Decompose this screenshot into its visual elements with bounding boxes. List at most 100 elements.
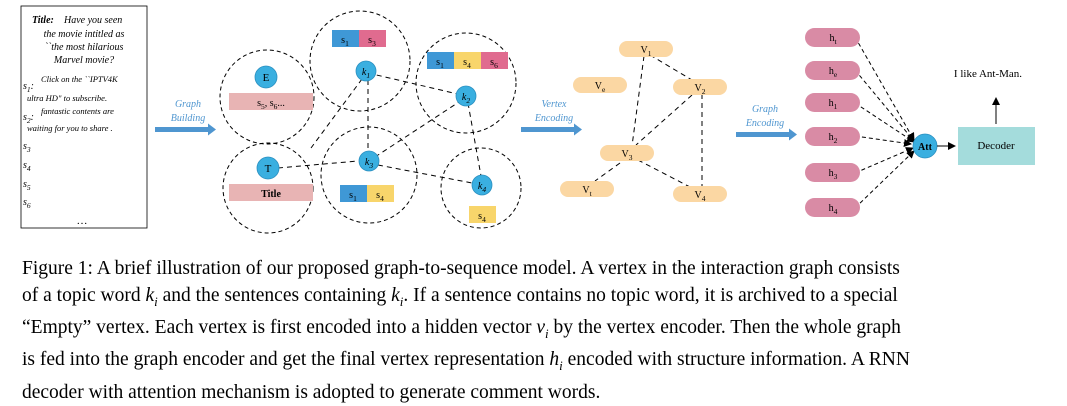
k3-node [358, 150, 380, 172]
k3-sentence-s4 [367, 185, 394, 202]
hidden-ht [805, 28, 860, 47]
edge-h1-att [854, 102, 915, 143]
k1-node-label: k1​ [362, 67, 370, 80]
empty-vertex-circle [219, 49, 315, 145]
k2-node-label: k2​ [462, 92, 470, 105]
arrow-shape [155, 123, 216, 136]
caption-line-5: decoder with attention mechanism is adop… [22, 381, 601, 403]
interaction-graph: E s5​, s6​... T Title s1​ s3​ k1​ s1​ s4… [219, 10, 522, 234]
doc-ellipsis: … [77, 215, 88, 227]
doc-s2-label: s2​: [23, 112, 34, 125]
k1-node [355, 60, 377, 82]
graph-encoding-arrow: Graph Encoding [736, 104, 797, 141]
k3-vertex-circle [320, 126, 418, 224]
caption-line-4: is fed into the graph encoder and get th… [22, 349, 910, 374]
doc-s2-line-2: waiting for you to share . [27, 123, 113, 133]
edge-h2-att [854, 135, 912, 147]
k1-sentence-s1 [332, 30, 359, 47]
vertex-v2-label: V2​ [695, 83, 706, 96]
vertex-v4-label: V4​ [695, 190, 706, 203]
vertex-v3 [600, 145, 654, 161]
vertex-edges [594, 54, 703, 188]
edge-k2-k3 [374, 99, 463, 158]
input-document: Title: Have you seen the movie intitled … [20, 5, 148, 229]
k2-sentence-s6 [481, 52, 508, 69]
document-frame [20, 5, 148, 229]
k3-node-label: k3​ [365, 157, 373, 170]
k2-sentence-s1-label: s1​ [436, 57, 444, 70]
caption-text: Figure 1: A brief illustration of our pr… [22, 258, 900, 279]
doc-s6: s6​ [23, 197, 31, 210]
k2-sentence-s4-label: s4​ [463, 57, 471, 70]
vertex-v4 [673, 186, 727, 202]
k3-sentence-s4-label: s4​ [376, 190, 384, 203]
graph-edges [277, 72, 482, 184]
title-node-label: T [265, 163, 272, 175]
empty-sentences-bar [229, 93, 313, 110]
hidden-h2-label: h2​ [829, 132, 838, 145]
edge-ht-att [854, 36, 915, 141]
k3-sentence-s1-label: s1​ [349, 190, 357, 203]
edge-k2-k4 [467, 102, 482, 177]
graph-building-arrow: Graph Building [155, 99, 216, 136]
figure-1-diagram: Title: Have you seen the movie intitled … [20, 5, 1035, 234]
k4-sentence-s4 [469, 206, 496, 223]
k3-sentence-s1 [340, 185, 367, 202]
doc-title-line-1: Have you seen [63, 15, 122, 26]
k1-sentence-s3-label: s3​ [368, 35, 376, 48]
doc-s1-label: s1​: [23, 81, 34, 94]
graph-encoding-label-1: Graph [752, 104, 778, 115]
hidden-h4 [805, 198, 860, 217]
edge-v3-vt [594, 162, 621, 182]
edge-k3-k4 [377, 164, 473, 184]
attention-edges [854, 36, 915, 209]
vertex-v1-label: V1​ [641, 45, 652, 58]
doc-s2-line-1: fantastic contents are [41, 106, 114, 116]
hidden-he-label: he​ [829, 66, 838, 79]
k1-vertex-circle [309, 10, 411, 112]
k2-sentence-s1 [427, 52, 454, 69]
k2-sentence-s4 [454, 52, 481, 69]
vertex-ve-label: Ve​ [595, 81, 606, 94]
hidden-h4-label: h4​ [829, 203, 838, 216]
hidden-h1 [805, 93, 860, 112]
vertex-vt-label: Vt​ [582, 185, 592, 198]
decoder-block: Att Decoder I like Ant-Man. [912, 68, 1035, 165]
empty-node-label: E [263, 72, 270, 84]
caption-line-2: of a topic word ki and the sentences con… [22, 284, 898, 309]
k4-node [471, 174, 493, 196]
hidden-states: ht​ he​ h1​ h2​ h3​ h4​ [805, 28, 915, 217]
empty-node [254, 65, 278, 89]
caption-line-1: Figure 1: A brief illustration of our pr… [22, 256, 1052, 283]
title-node [256, 156, 280, 180]
doc-title-line-4: Marvel movie? [53, 55, 114, 66]
edge-t-k3 [277, 160, 359, 169]
title-sentence-text: Title [261, 189, 281, 200]
decoder-label: Decoder [977, 140, 1015, 152]
doc-s5: s5​ [23, 179, 31, 192]
edge-h4-att [854, 150, 915, 209]
k1-sentence-s1-label: s1​ [341, 35, 349, 48]
k4-sentence-s4-label: s4​ [478, 211, 486, 224]
doc-s4: s4​ [23, 160, 31, 173]
doc-title-line-3: ``the most hilarious [45, 42, 124, 53]
edge-v2-v3 [635, 94, 693, 146]
caption-line-3: “Empty” vertex. Each vertex is first enc… [22, 316, 901, 341]
hidden-he [805, 61, 860, 80]
decoder-box [958, 127, 1035, 165]
hidden-h3-label: h3​ [829, 168, 838, 181]
vertex-v3-label: V3​ [622, 149, 633, 162]
vertex-encoding-label-2: Encoding [534, 113, 573, 124]
vertex-encoding-label-1: Vertex [542, 99, 568, 110]
k2-sentence-s6-label: s6​ [490, 57, 498, 70]
vertex-vt [560, 181, 614, 197]
graph-building-label-1: Graph [175, 99, 201, 110]
doc-s3: s3​ [23, 141, 31, 154]
figure-caption: Figure 1: A brief illustration of our pr… [22, 256, 1052, 406]
doc-s1-line-2: ultra HD" to subscribe. [27, 93, 107, 103]
vertex-v2 [673, 79, 727, 95]
edge-v3-v4 [637, 159, 691, 188]
k4-node-label: k4​ [478, 181, 486, 194]
edge-he-att [854, 69, 915, 142]
hidden-ht-label: ht​ [829, 33, 837, 46]
